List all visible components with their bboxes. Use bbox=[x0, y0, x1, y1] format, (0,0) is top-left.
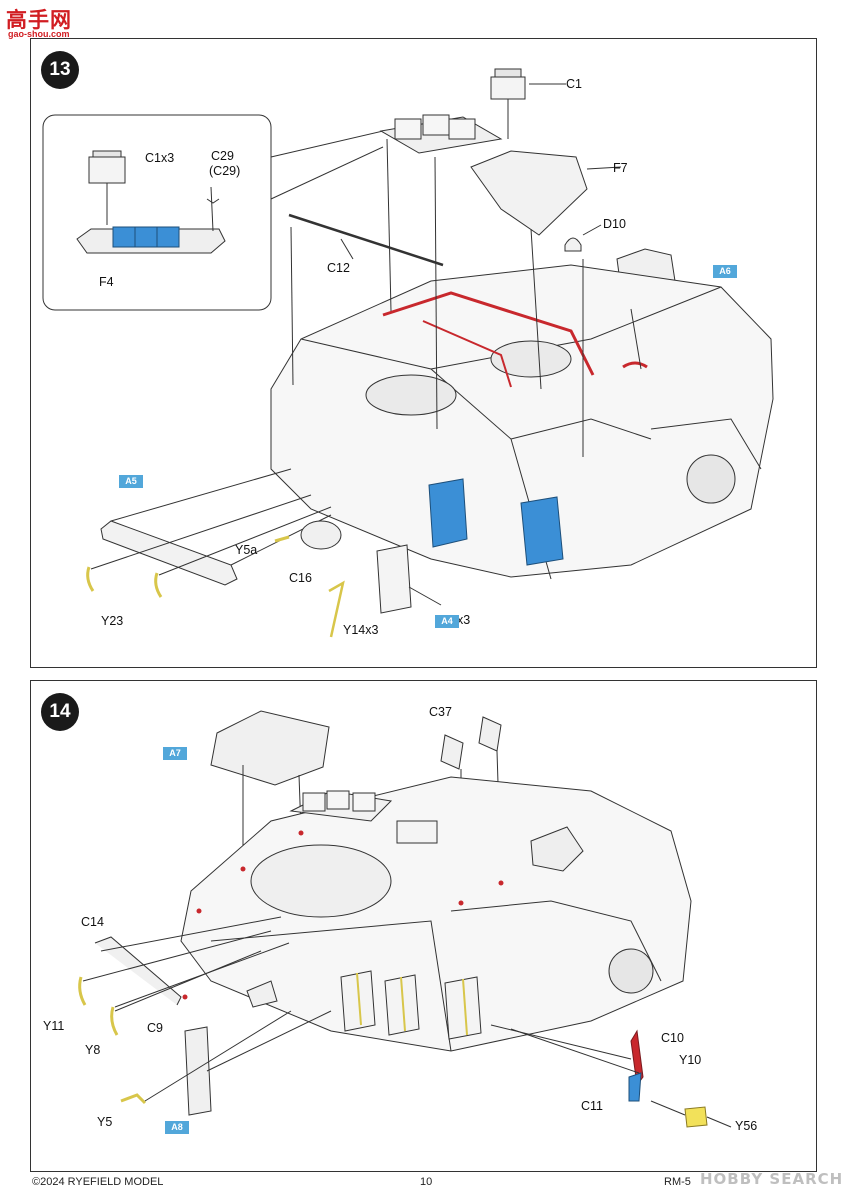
label-y10: Y10 bbox=[679, 1053, 702, 1067]
part-d10 bbox=[564, 237, 582, 252]
label-c11: C11 bbox=[581, 1099, 604, 1113]
clip-y11 bbox=[78, 976, 87, 1006]
jerrycan-3 bbox=[444, 976, 482, 1040]
step-14-drawing bbox=[78, 710, 732, 1128]
watermark: HOBBY SEARCH bbox=[700, 1170, 844, 1188]
label-y5a: Y5a bbox=[235, 543, 258, 557]
shovel-c16 bbox=[300, 520, 342, 550]
bar-a5 bbox=[100, 520, 238, 586]
label-f4: F4 bbox=[99, 275, 114, 289]
logo-text: 高手网 bbox=[6, 8, 72, 32]
clip-y5a bbox=[274, 535, 290, 543]
label-c16: C16 bbox=[289, 571, 312, 585]
site-logo: 高手网 gao-shou.com bbox=[6, 4, 86, 39]
label-c1: C1 bbox=[566, 77, 582, 91]
clip-y23-right bbox=[154, 572, 163, 598]
label-x3: x3 bbox=[457, 613, 471, 627]
tag-a4: A4 bbox=[435, 615, 459, 628]
footer-copyright: ©2024 RYEFIELD MODEL bbox=[32, 1176, 164, 1188]
label-y11: Y11 bbox=[43, 1019, 65, 1033]
label-y14x3: Y14x3 bbox=[343, 623, 379, 637]
footer-page-number: 10 bbox=[420, 1176, 433, 1188]
part-y56 bbox=[684, 1106, 708, 1128]
logo-url: gao-shou.com bbox=[8, 29, 70, 39]
label-c29-alt: (C29) bbox=[209, 164, 241, 178]
step-number-14: 14 bbox=[41, 693, 79, 731]
label-c10: C10 bbox=[661, 1031, 684, 1045]
label-c12: C12 bbox=[327, 261, 350, 275]
hull-13 bbox=[270, 264, 774, 578]
tag-a7: A7 bbox=[163, 747, 187, 760]
clip-y8 bbox=[110, 1006, 119, 1036]
label-c1x3: C1x3 bbox=[145, 151, 175, 165]
label-y23: Y23 bbox=[101, 614, 124, 628]
jerrycan-1 bbox=[340, 970, 376, 1032]
red-rail bbox=[382, 291, 595, 376]
plate-c37-right bbox=[478, 716, 502, 752]
battery-tray bbox=[379, 114, 503, 154]
step-13-panel: 13 bbox=[30, 38, 817, 668]
inset-box bbox=[42, 114, 272, 311]
cover-f7 bbox=[470, 150, 588, 236]
label-y56: Y56 bbox=[735, 1119, 758, 1133]
inset-batteries-blue bbox=[112, 226, 180, 248]
label-y5: Y5 bbox=[97, 1115, 113, 1129]
jerrycan-blue-1 bbox=[428, 478, 468, 548]
label-c37: C37 bbox=[429, 705, 452, 719]
hull-14 bbox=[180, 776, 692, 1052]
tag-a5: A5 bbox=[119, 475, 143, 488]
label-c14: C14 bbox=[81, 915, 104, 929]
clip-y23-left bbox=[86, 566, 95, 592]
label-y8: Y8 bbox=[85, 1043, 101, 1057]
clip-y5 bbox=[120, 1093, 147, 1105]
part-c11 bbox=[628, 1072, 642, 1102]
jerrycan-blue-2 bbox=[520, 496, 564, 566]
jerrycan-2 bbox=[384, 974, 420, 1036]
box-a7 bbox=[210, 710, 330, 786]
battery-c1 bbox=[490, 68, 526, 139]
label-c9: C9 bbox=[147, 1021, 163, 1035]
tag-a8: A8 bbox=[165, 1121, 189, 1134]
rod-c12 bbox=[288, 213, 444, 267]
label-f7: F7 bbox=[613, 161, 628, 175]
step-14-panel: 14 bbox=[30, 680, 817, 1172]
label-c29: C29 bbox=[211, 149, 234, 163]
label-d10: D10 bbox=[603, 217, 626, 231]
step-number-13: 13 bbox=[41, 51, 79, 89]
tag-a6: A6 bbox=[713, 265, 737, 278]
jerrycan-a4 bbox=[376, 544, 412, 614]
part-c10 bbox=[630, 1029, 644, 1087]
bracket-a8 bbox=[184, 1026, 212, 1116]
footer-model-code: RM-5 bbox=[664, 1176, 691, 1188]
clip-y14 bbox=[328, 580, 345, 638]
plate-c37-left bbox=[440, 734, 464, 770]
shovel bbox=[246, 980, 278, 1008]
step-13-drawing bbox=[42, 68, 774, 638]
inset-battery-c1 bbox=[88, 150, 126, 184]
rod-c14 bbox=[94, 936, 182, 1006]
